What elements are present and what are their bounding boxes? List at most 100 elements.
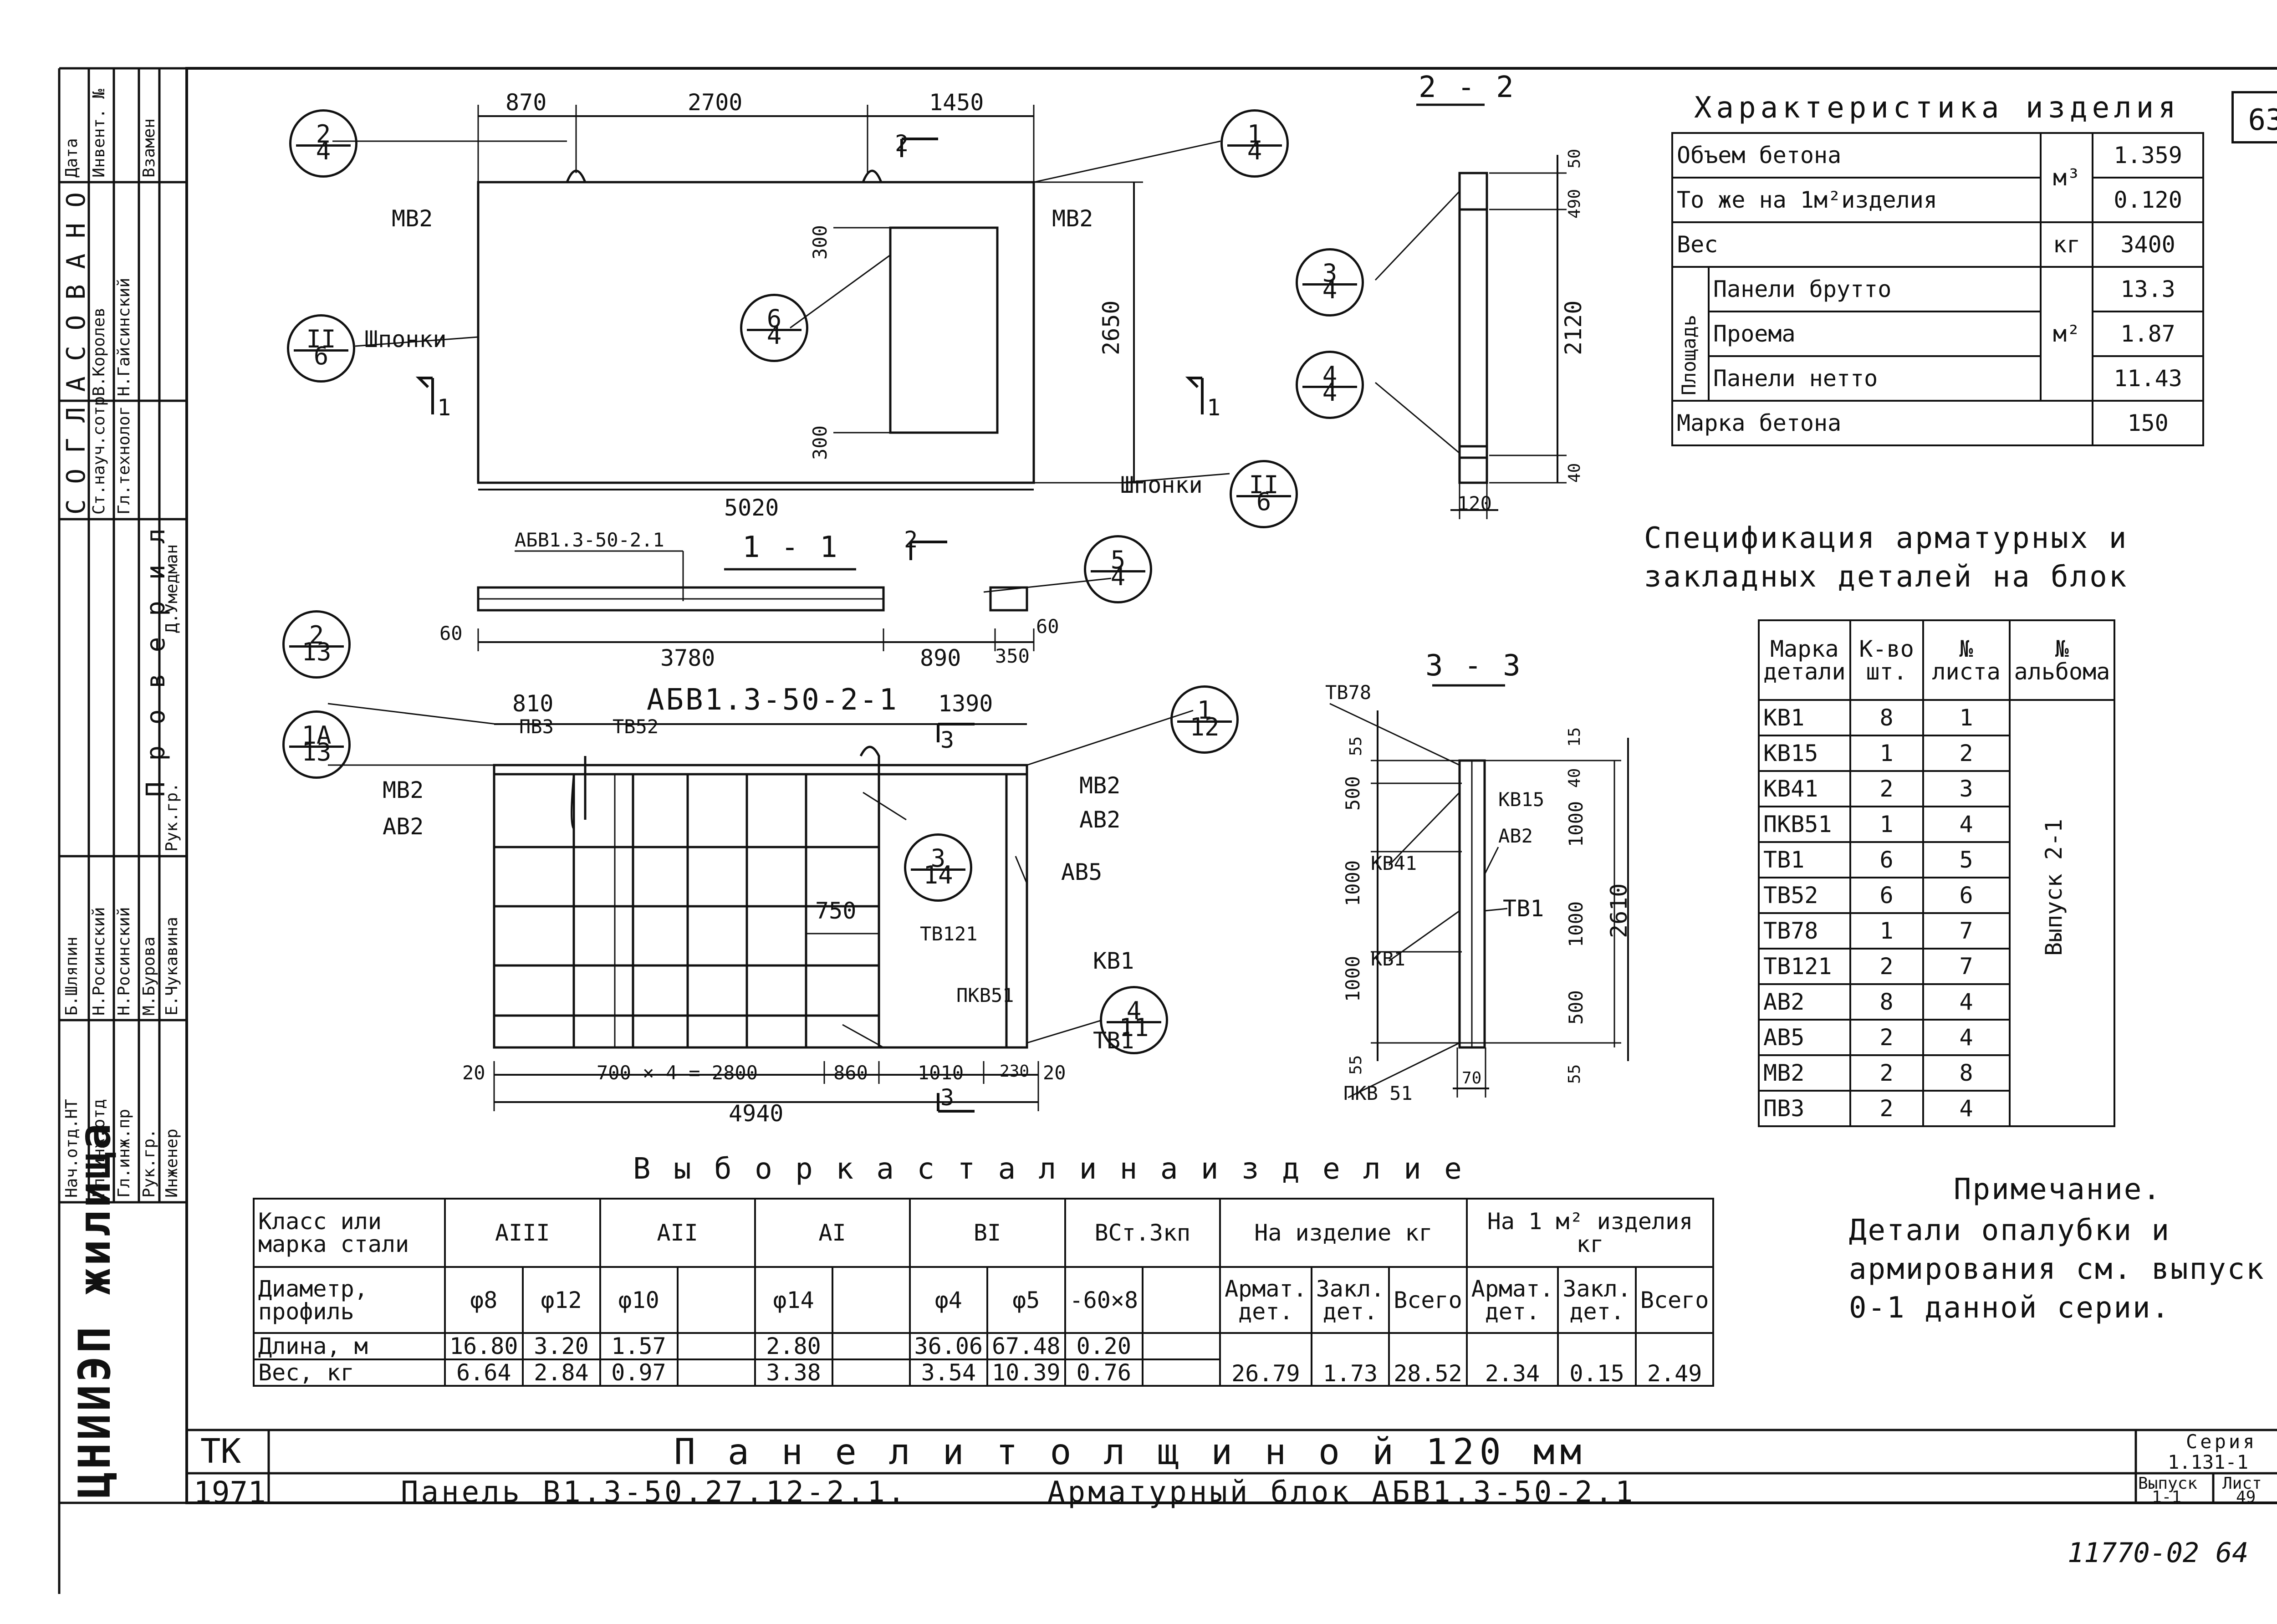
- char-val-0: 1.359: [2092, 132, 2204, 179]
- side-person-2: В.Королев: [90, 307, 108, 396]
- spec-h-qty: К-во шт.: [1849, 619, 1924, 701]
- side-name-1: Н.Росинский: [90, 907, 108, 1016]
- steel-weight: [831, 1358, 911, 1387]
- callout-num: 1: [1247, 120, 1262, 148]
- issue-label: Выпуск: [2138, 1474, 2198, 1493]
- side-name-2: Н.Росинский: [115, 907, 133, 1016]
- steel-class-a1: АI: [754, 1198, 911, 1268]
- steel-class-a3: АIII: [444, 1198, 601, 1268]
- spec-sheet: 4: [1922, 1090, 2011, 1127]
- steel-diam: [676, 1266, 756, 1334]
- dim-300-top: 300: [809, 225, 831, 260]
- steel-row-label-weight: Вес, кг: [253, 1358, 446, 1387]
- steel-total: 28.52: [1388, 1332, 1468, 1387]
- dim-870: 870: [505, 89, 547, 116]
- dim-55-bottom: 55: [1347, 1055, 1365, 1075]
- callout-sheet: 12: [1190, 713, 1220, 741]
- side-role-2: Гл.инж.пр: [115, 1108, 133, 1198]
- dim-40-sec33: 40: [1565, 768, 1584, 788]
- label-kv1-sec33: КВ1: [1371, 948, 1405, 970]
- side-umedman: Д.Умедман: [163, 544, 181, 633]
- callout-sheet: 4: [1322, 378, 1338, 407]
- steel-total: 2.49: [1634, 1332, 1715, 1387]
- char-label-6: Марка бетона: [1671, 400, 2094, 446]
- cut-mark-2-bottom: 2: [904, 526, 918, 553]
- spec-mark: АВ5: [1758, 1019, 1851, 1056]
- spec-qty: 6: [1849, 841, 1924, 878]
- char-label-4: Проема: [1708, 311, 2042, 357]
- label-mv2-right: МВ2: [1052, 205, 1093, 232]
- spec-sheet: 4: [1922, 983, 2011, 1021]
- callout-sheet: 4: [316, 137, 331, 165]
- steel-len: 3.20: [521, 1332, 601, 1360]
- callout-sheet: 6: [1256, 487, 1271, 516]
- dim-500-right: 500: [1565, 990, 1587, 1025]
- dim-1010: 1010: [918, 1062, 964, 1084]
- spec-sheet: 4: [1922, 1019, 2011, 1056]
- steel-diam: [831, 1266, 911, 1334]
- spec-mark: ПКВ51: [1758, 806, 1851, 843]
- side-role-0: Нач.отд.НТ: [62, 1099, 81, 1198]
- steel-diam: φ10: [599, 1266, 679, 1334]
- callout-num: II: [1249, 470, 1279, 499]
- char-val-6: 150: [2092, 400, 2204, 446]
- label-shponki-left: Шпонки: [364, 326, 447, 352]
- dim-120: 120: [1457, 492, 1492, 515]
- callout-sheet: 4: [766, 321, 782, 350]
- spec-table: Марка детали К-во шт. № листа № альбома …: [1758, 619, 2116, 1127]
- steel-row-label-len: Длина, м: [253, 1332, 446, 1360]
- steel-weight: 3.54: [909, 1358, 989, 1387]
- callout-num: 4: [1126, 996, 1142, 1025]
- label-pkv51-sec33: ПКВ 51: [1343, 1082, 1413, 1104]
- steel-table: Класс или марка стали АIII АII АI ВI ВСт…: [253, 1198, 1715, 1387]
- steel-len: 1.57: [599, 1332, 679, 1360]
- dim-2700: 2700: [688, 89, 743, 116]
- section-1-1-title: 1 - 1: [742, 531, 839, 564]
- label-shponki-right: Шпонки: [1120, 472, 1203, 498]
- dim-1000-right-a: 1000: [1565, 801, 1587, 847]
- spec-sheet: 7: [1922, 912, 2011, 950]
- dim-2120: 2120: [1560, 300, 1587, 355]
- label-tv78: ТВ78: [1325, 681, 1372, 704]
- label-tv121: ТВ121: [920, 923, 978, 945]
- char-unit-2: кг: [2039, 221, 2094, 268]
- label-mv2-left: МВ2: [392, 205, 433, 232]
- callout-num: 6: [766, 304, 782, 333]
- callout-num: 2: [309, 621, 324, 649]
- dim-2610: 2610: [1606, 883, 1632, 938]
- steel-total: 1.73: [1310, 1332, 1390, 1387]
- callout-sheet: 6: [313, 342, 329, 370]
- label-kv15: КВ15: [1498, 788, 1545, 811]
- dim-1390: 1390: [938, 690, 993, 717]
- dim-4940: 4940: [729, 1100, 784, 1127]
- dim-40: 40: [1565, 463, 1584, 483]
- char-unit-0: м³: [2039, 132, 2094, 223]
- spec-qty: 2: [1849, 948, 1924, 985]
- spec-mark: МВ2: [1758, 1054, 1851, 1092]
- section-1-1-block: АБВ1.3-50-2.1: [515, 529, 664, 551]
- side-person-3: Н.Гайсинский: [115, 277, 133, 396]
- spec-qty: 6: [1849, 877, 1924, 914]
- spec-qty: 1: [1849, 735, 1924, 772]
- steel-diam: -60×8: [1064, 1266, 1144, 1334]
- dim-490: 490: [1565, 189, 1584, 219]
- spec-title: Спецификация арматурных и: [1644, 521, 2129, 555]
- spec-sheet: 7: [1922, 948, 2011, 985]
- steel-total: 2.34: [1465, 1332, 1559, 1387]
- char-unit-3: м²: [2039, 266, 2094, 402]
- dim-1000-right-b: 1000: [1565, 901, 1587, 947]
- steel-sub-h: Всего: [1634, 1266, 1715, 1334]
- dim-55-right: 55: [1565, 1064, 1584, 1084]
- archive-stamp: 11770-02 64: [2068, 1537, 2249, 1569]
- dim-2800: 700 × 4 = 2800: [597, 1062, 758, 1084]
- side-role-4: Инженер: [163, 1129, 181, 1198]
- label-av2-sec33: АВ2: [1498, 825, 1533, 847]
- series-value: 1.131-1: [2168, 1451, 2249, 1473]
- sheet-subtitle: Панель В1.3-50.27.12-2.1.: [401, 1476, 908, 1509]
- spec-sheet: 1: [1922, 699, 2011, 736]
- steel-len: 67.48: [986, 1332, 1066, 1360]
